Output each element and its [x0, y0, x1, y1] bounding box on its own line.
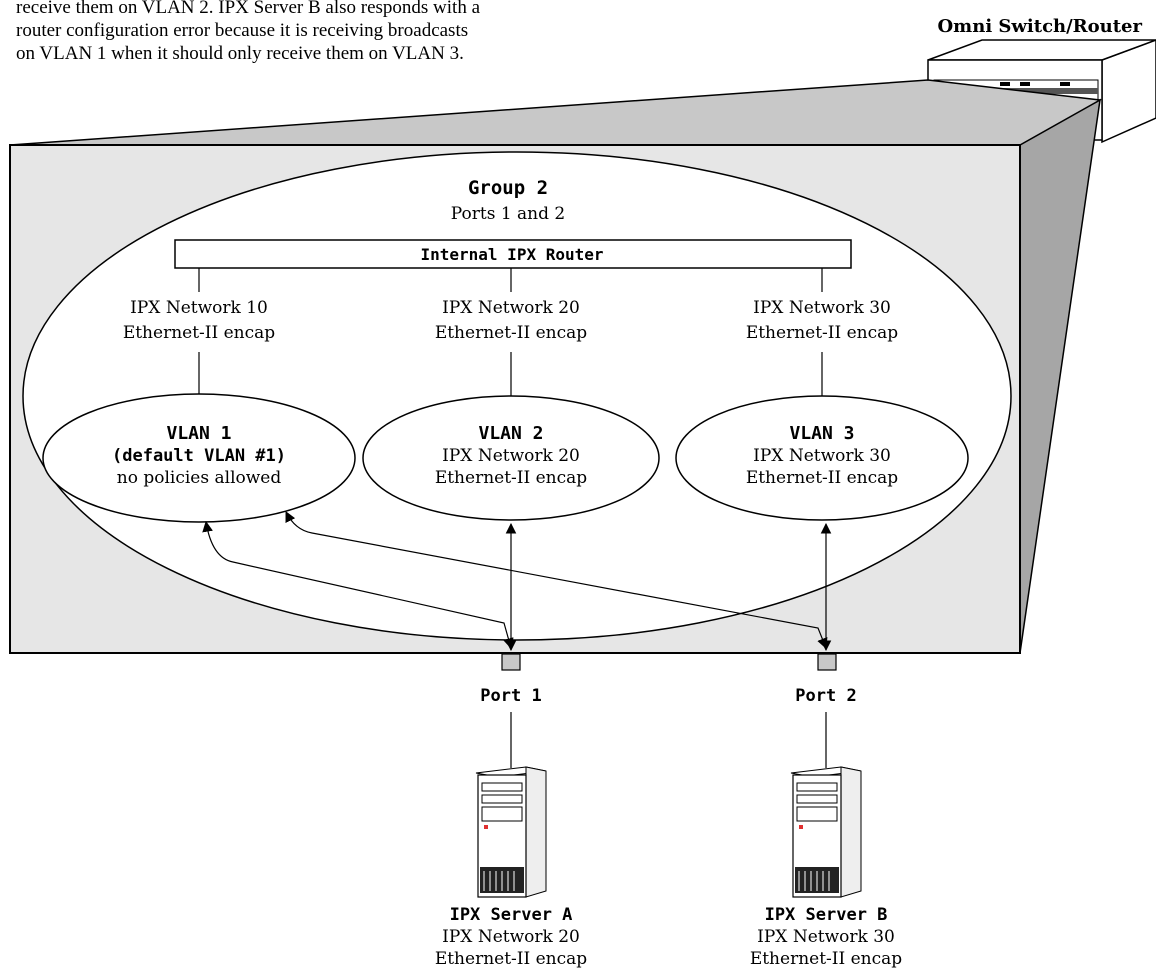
network-number: IPX Network 20: [442, 298, 580, 318]
server-name: IPX Server A: [450, 905, 573, 925]
server-a-icon: [475, 766, 547, 898]
ipx-network-20: IPX Network 20 Ethernet-II encap: [435, 298, 587, 343]
server-encap: Ethernet-II encap: [750, 949, 902, 969]
server-network: IPX Network 20: [442, 927, 580, 947]
intro-line: on VLAN 1 when it should only receive th…: [16, 43, 464, 64]
server-name: IPX Server B: [765, 905, 888, 925]
vlan-detail: IPX Network 20: [442, 446, 580, 466]
intro-paragraph: receive them on VLAN 2. IPX Server B als…: [16, 0, 656, 65]
group-ports: Ports 1 and 2: [451, 204, 565, 224]
vlan-detail: Ethernet-II encap: [746, 468, 898, 488]
network-number: IPX Network 30: [753, 298, 891, 318]
vlan-detail: no policies allowed: [117, 468, 282, 488]
port2-vlan1-arrow: [285, 511, 828, 650]
network-encap: Ethernet-II encap: [123, 323, 275, 343]
panel-side-plane: [1019, 98, 1101, 654]
intro-line: router configuration error because it is…: [16, 20, 469, 41]
vlan-name: VLAN 1: [166, 423, 231, 444]
server-a-label: IPX Server A IPX Network 20 Ethernet-II …: [435, 905, 587, 969]
vlan-detail: (default VLAN #1): [112, 446, 286, 466]
vlan-name: VLAN 3: [789, 423, 854, 444]
server-encap: Ethernet-II encap: [435, 949, 587, 969]
server-b-icon: [790, 766, 862, 898]
port1-vlan1-arrow: [202, 520, 514, 650]
server-network: IPX Network 30: [757, 927, 895, 947]
server-b-label: IPX Server B IPX Network 30 Ethernet-II …: [750, 905, 902, 969]
ipx-network-10: IPX Network 10 Ethernet-II encap: [123, 298, 275, 343]
group-name: Group 2: [468, 177, 548, 199]
network-encap: Ethernet-II encap: [746, 323, 898, 343]
port-2-connector: [817, 653, 837, 671]
internal-router-label: Internal IPX Router: [420, 245, 603, 264]
ipx-network-30: IPX Network 30 Ethernet-II encap: [746, 298, 898, 343]
switch-title: Omni Switch/Router: [937, 16, 1143, 37]
port-2-label: Port 2: [795, 686, 856, 706]
network-number: IPX Network 10: [130, 298, 268, 318]
panel-top-plane: [9, 79, 1103, 146]
vlan-1-node: VLAN 1 (default VLAN #1) no policies all…: [42, 393, 356, 523]
vlan-3-node: VLAN 3 IPX Network 30 Ethernet-II encap: [675, 395, 969, 521]
vlan-name: VLAN 2: [478, 423, 543, 444]
port-1-label: Port 1: [480, 686, 541, 706]
vlan-2-node: VLAN 2 IPX Network 20 Ethernet-II encap: [362, 395, 660, 521]
vlan-detail: IPX Network 30: [753, 446, 891, 466]
network-encap: Ethernet-II encap: [435, 323, 587, 343]
vlan-detail: Ethernet-II encap: [435, 468, 587, 488]
intro-line: receive them on VLAN 2. IPX Server B als…: [16, 0, 480, 18]
port-1-connector: [501, 653, 521, 671]
internal-router-box: [174, 239, 852, 269]
